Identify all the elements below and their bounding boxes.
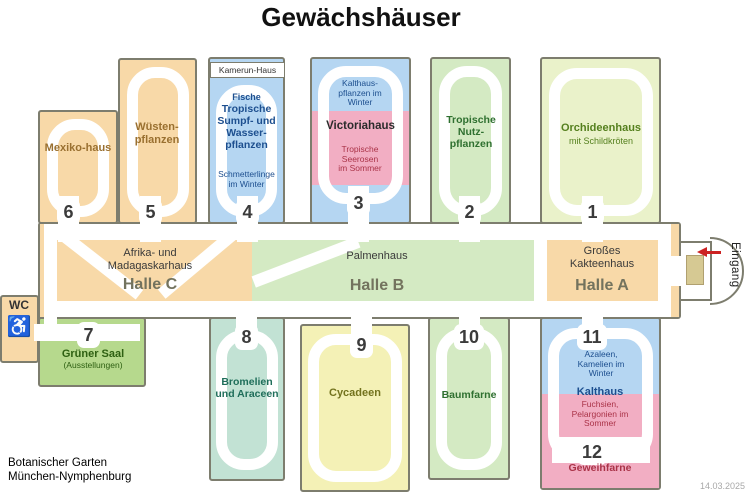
house-9-label: Cycadeen: [329, 387, 381, 399]
page-title: Gewächshäuser: [261, 2, 461, 32]
wheelchair-icon: ♿: [6, 316, 32, 338]
house-3-label: Victoriahaus: [326, 120, 395, 132]
house-11-winter-label: Azaleen, Kamelien im Winter: [577, 349, 625, 379]
number-badge-7: 7: [77, 322, 100, 348]
walkway-left: [44, 224, 57, 317]
walkway-stub-7b: [44, 315, 57, 327]
number-badge-12: 12: [577, 439, 607, 465]
number-badge-4: 4: [236, 199, 259, 225]
house-7-label: Grüner Saal: [61, 348, 125, 360]
hall-b-name: Palmenhaus: [346, 250, 408, 262]
number-badge-11: 11: [577, 324, 607, 350]
house-3-summer-label: Tropische Seerosen im Sommer: [338, 144, 382, 174]
house-10-label: Baumfarne: [441, 389, 497, 401]
entrance-door: [686, 255, 704, 285]
footer-org-line2: München-Nymphenburg: [8, 471, 132, 483]
house-2-label: Tropische Nutz-pflanzen: [446, 114, 496, 150]
entrance-label: Eingang: [729, 242, 741, 288]
number-badge-6: 6: [57, 199, 80, 225]
hall-a-name: Großes Kakteenhaus: [569, 245, 635, 270]
number-badge-8: 8: [235, 324, 258, 350]
house-4-header-tag: Kamerun-Haus: [210, 62, 285, 78]
house-4-winter-label: Schmetterlinge im Winter: [218, 169, 275, 189]
house-1-label: Orchideenhaus: [560, 122, 642, 134]
house-4-fische-label: Fische: [232, 92, 261, 102]
number-badge-10: 10: [454, 324, 484, 350]
footer-org-line1: Botanischer Garten: [8, 457, 108, 469]
house-8-label: Bromelien und Araceen: [215, 376, 279, 400]
house-1-sub-label: mit Schildkröten: [568, 136, 634, 146]
house-5-label: Wüsten-pflanzen: [134, 121, 180, 146]
house-3-winter-label: Kalthaus-pflanzen im Winter: [338, 78, 382, 108]
number-badge-5: 5: [139, 199, 162, 225]
wc-room: [0, 295, 39, 363]
hall-a-label: Halle A: [575, 277, 629, 294]
number-badge-1: 1: [581, 199, 604, 225]
house-7-sub-label: (Ausstellungen): [63, 360, 123, 370]
house-4-label: Tropische Sumpf- und Wasser-pflanzen: [217, 103, 276, 151]
wc-label: WC: [9, 298, 29, 312]
house-11-summer-label: Fuchsien, Pelargonien im Sommer: [571, 399, 629, 429]
number-badge-3: 3: [347, 190, 370, 216]
walkway-ab-connector: [534, 224, 547, 317]
house-12-label: Geweihfarne: [568, 462, 632, 474]
entrance-arrow-icon: [697, 247, 707, 257]
hall-c-label: Halle C: [122, 276, 178, 293]
house-6-label: Mexiko-haus: [44, 142, 112, 154]
house-11-label: Kalthaus: [576, 386, 624, 398]
walkway-entrance-connector: [665, 256, 681, 286]
number-badge-2: 2: [458, 199, 481, 225]
hall-b-label: Halle B: [349, 277, 405, 294]
number-badge-9: 9: [350, 332, 373, 358]
walkway-right: [658, 224, 671, 317]
date-label: 14.03.2025: [699, 481, 745, 491]
hall-c-name: Afrika- und Madagaskarhaus: [107, 247, 193, 272]
entrance-arrow: [706, 251, 721, 254]
